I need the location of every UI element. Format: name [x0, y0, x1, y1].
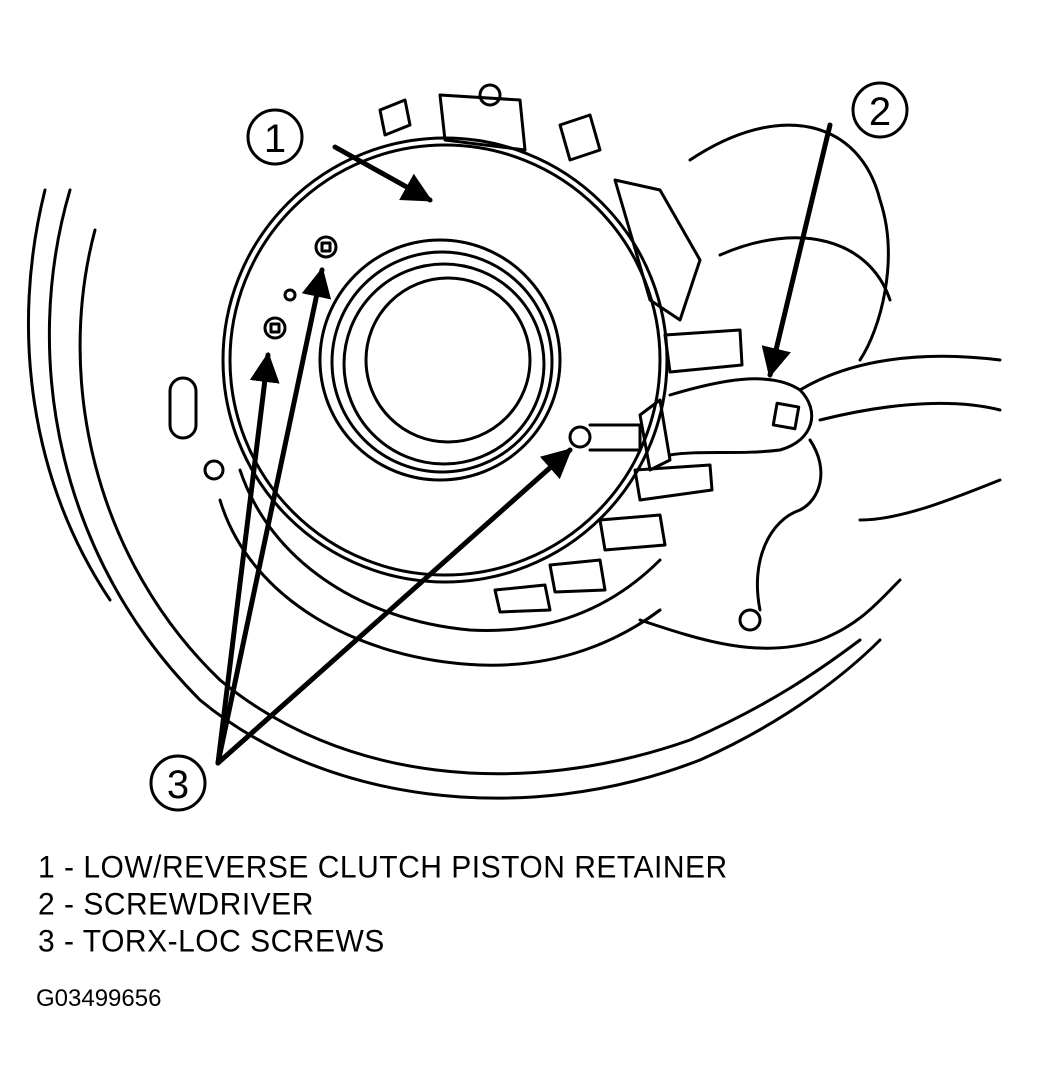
callout-3: 3 — [149, 754, 207, 812]
housing-outer-arc-2 — [78, 228, 862, 776]
clutch-tab — [438, 93, 527, 152]
callout-1: 1 — [246, 108, 304, 166]
torx-loc-screw-head — [269, 322, 281, 334]
retainer-outer-ring — [228, 143, 662, 577]
screw-shank — [588, 423, 642, 452]
center-bore-outer — [318, 238, 562, 482]
screwdriver-end — [771, 401, 801, 431]
center-bore-ring-2 — [330, 250, 554, 474]
callout-2-number: 2 — [869, 90, 891, 134]
legend-item-2: 2 - SCREWDRIVER — [38, 887, 314, 922]
clutch-tab — [378, 98, 412, 137]
hand-2 — [818, 401, 1002, 422]
clutch-tab — [598, 513, 667, 552]
retainer-flange-2 — [218, 498, 662, 667]
callout-2: 2 — [851, 81, 909, 139]
housing-right — [688, 123, 890, 362]
housing-outer-arc-3 — [27, 188, 112, 602]
torx-loc-screw — [568, 425, 592, 449]
clutch-tab — [613, 178, 702, 322]
torx-loc-screw — [314, 235, 338, 259]
screwdriver-handle — [668, 377, 814, 457]
screwdriver-shaft — [638, 398, 672, 472]
housing-outer-arc — [47, 188, 882, 800]
callout-3-leader-b — [215, 267, 332, 766]
center-bore-inner — [364, 276, 532, 444]
callout-3-number: 3 — [167, 763, 189, 807]
clutch-tab — [633, 463, 714, 502]
callout-3-leader-a — [215, 352, 280, 766]
legend-item-1: 1 - LOW/REVERSE CLUTCH PISTON RETAINER — [38, 850, 728, 885]
clutch-tab — [548, 558, 607, 594]
figure-id: G03499656 — [36, 985, 162, 1012]
clutch-retainer-illustration: 1 2 3 — [27, 81, 1002, 812]
center-bore-ring-3 — [342, 262, 546, 466]
legend-item-3: 3 - TORX-LOC SCREWS — [38, 924, 385, 959]
torx-loc-screw — [263, 316, 287, 340]
clutch-tab — [663, 328, 744, 374]
housing-hole — [738, 608, 762, 632]
torx-loc-screw-head — [320, 241, 332, 253]
housing-hole — [478, 83, 502, 107]
housing-hole — [203, 459, 225, 481]
hand — [755, 354, 1002, 612]
callout-2-leader — [761, 122, 833, 378]
clutch-tab — [493, 583, 552, 614]
legend: 1 - LOW/REVERSE CLUTCH PISTON RETAINER 2… — [38, 848, 728, 959]
callout-1-leader — [332, 144, 433, 203]
callout-3-leader-c — [215, 447, 573, 766]
retainer-hole — [283, 288, 297, 302]
retainer-flange — [238, 468, 662, 632]
housing-slot — [168, 376, 198, 440]
clutch-tab — [558, 113, 602, 162]
housing-right-2 — [718, 236, 892, 302]
callout-1-number: 1 — [264, 117, 286, 161]
housing-bottom-right — [638, 578, 902, 650]
retainer-outer-ring-2 — [221, 136, 669, 584]
